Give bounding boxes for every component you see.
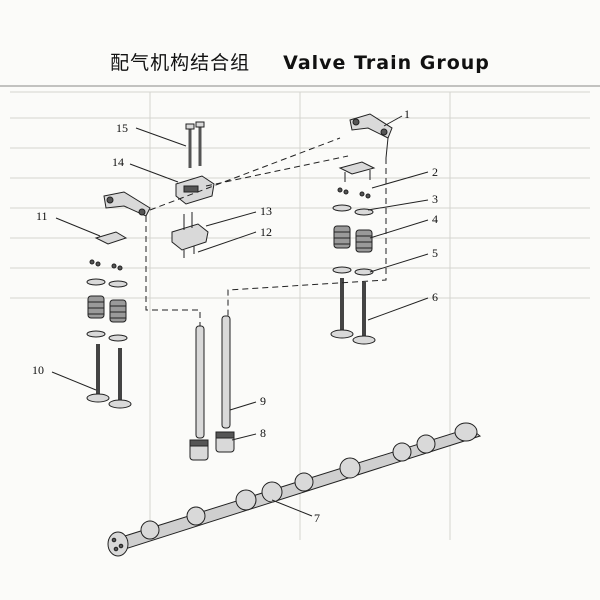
- page-title: 配气机构结合组 Valve Train Group: [0, 48, 600, 75]
- spring-retainers-right: [332, 204, 374, 216]
- callout-13: 13: [260, 204, 272, 218]
- callout-10: 10: [32, 363, 44, 377]
- callout-8: 8: [260, 426, 266, 440]
- callout-14: 14: [112, 155, 124, 169]
- callout-3: 3: [432, 192, 438, 206]
- spring-seats-right: [332, 266, 374, 276]
- leader-lines: [51, 115, 429, 517]
- callout-15: 15: [116, 121, 128, 135]
- rocker-arm-right: [349, 113, 393, 159]
- callout-9: 9: [260, 394, 266, 408]
- valve-springs-right: [333, 225, 373, 253]
- spring-seats-left: [86, 330, 128, 342]
- callout-12: 12: [260, 225, 272, 239]
- rocker-shaft-support: [175, 175, 215, 205]
- rocker-support-bracket: [171, 212, 209, 258]
- valves-left: [86, 344, 132, 409]
- tappets: [189, 431, 235, 461]
- callout-2: 2: [432, 165, 438, 179]
- callout-7: 7: [314, 511, 320, 525]
- callout-6: 6: [432, 290, 438, 304]
- rocker-arm-left: [103, 191, 151, 217]
- alignment-dashed-lines: [145, 137, 387, 326]
- push-rods: [195, 315, 231, 439]
- callout-11: 11: [36, 209, 48, 223]
- camshaft: [107, 422, 482, 557]
- callout-5: 5: [432, 246, 438, 260]
- valves-right: [330, 278, 376, 345]
- callout-1: 1: [404, 107, 410, 121]
- valve-bridge-right: [338, 161, 376, 182]
- valve-keepers-right: [337, 187, 371, 199]
- valve-springs-left: [87, 295, 127, 323]
- background-ghost-lines: [0, 85, 600, 540]
- valve-keepers-left: [89, 259, 123, 271]
- title-english: Valve Train Group: [283, 52, 490, 74]
- valve-bridge-left: [94, 231, 128, 245]
- rocker-bolts: [185, 121, 205, 168]
- callout-4: 4: [432, 212, 438, 226]
- callout-labels: 1 2 3 4 5 6 7 8 9 10 11 12 13 14 15: [32, 107, 438, 525]
- spring-retainers-left: [86, 278, 128, 288]
- title-chinese: 配气机构结合组: [110, 52, 251, 74]
